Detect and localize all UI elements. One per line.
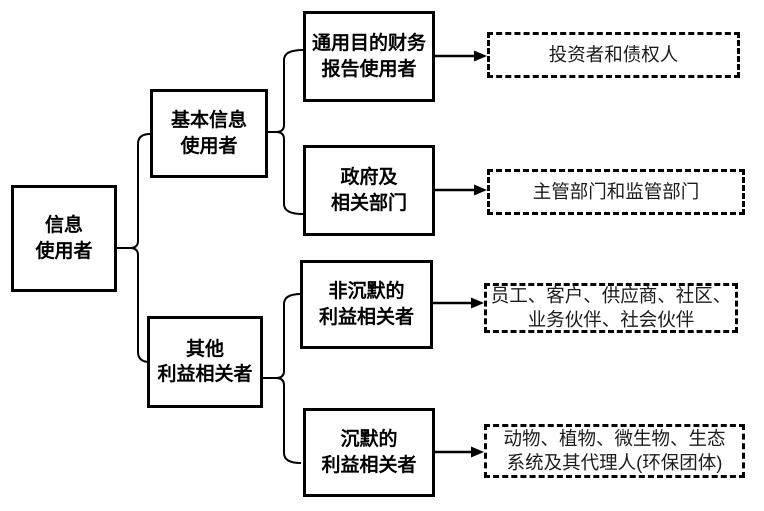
arrow-to-silent-examples — [435, 446, 484, 458]
result-non-silent-examples: 员工、客户、供应商、社区、 业务伙伴、社会伙伴 — [484, 283, 738, 333]
arrow-to-regulators — [435, 184, 487, 196]
node-non-silent-stakeholders: 非沉默的 利益相关者 — [300, 260, 433, 349]
arrow-to-non-silent-examples — [433, 297, 484, 309]
node-other-stakeholders: 其他 利益相关者 — [147, 316, 263, 408]
node-basic-info-users: 基本信息 使用者 — [150, 89, 268, 178]
node-silent-stakeholders: 沉默的 利益相关者 — [303, 408, 435, 497]
result-silent-examples: 动物、植物、微生物、生态 系统及其代理人(环保团体) — [484, 424, 745, 478]
node-information-users: 信息 使用者 — [11, 185, 117, 292]
result-regulators: 主管部门和监管部门 — [487, 169, 745, 215]
arrow-to-investors — [435, 50, 487, 62]
brace-connector-basic-info — [275, 49, 304, 215]
node-general-purpose-report-users: 通用目的财务 报告使用者 — [303, 11, 435, 102]
result-investors-creditors: 投资者和债权人 — [487, 32, 740, 78]
brace-connector-other-stakeholders — [275, 293, 302, 464]
node-government-departments: 政府及 相关部门 — [303, 145, 435, 236]
